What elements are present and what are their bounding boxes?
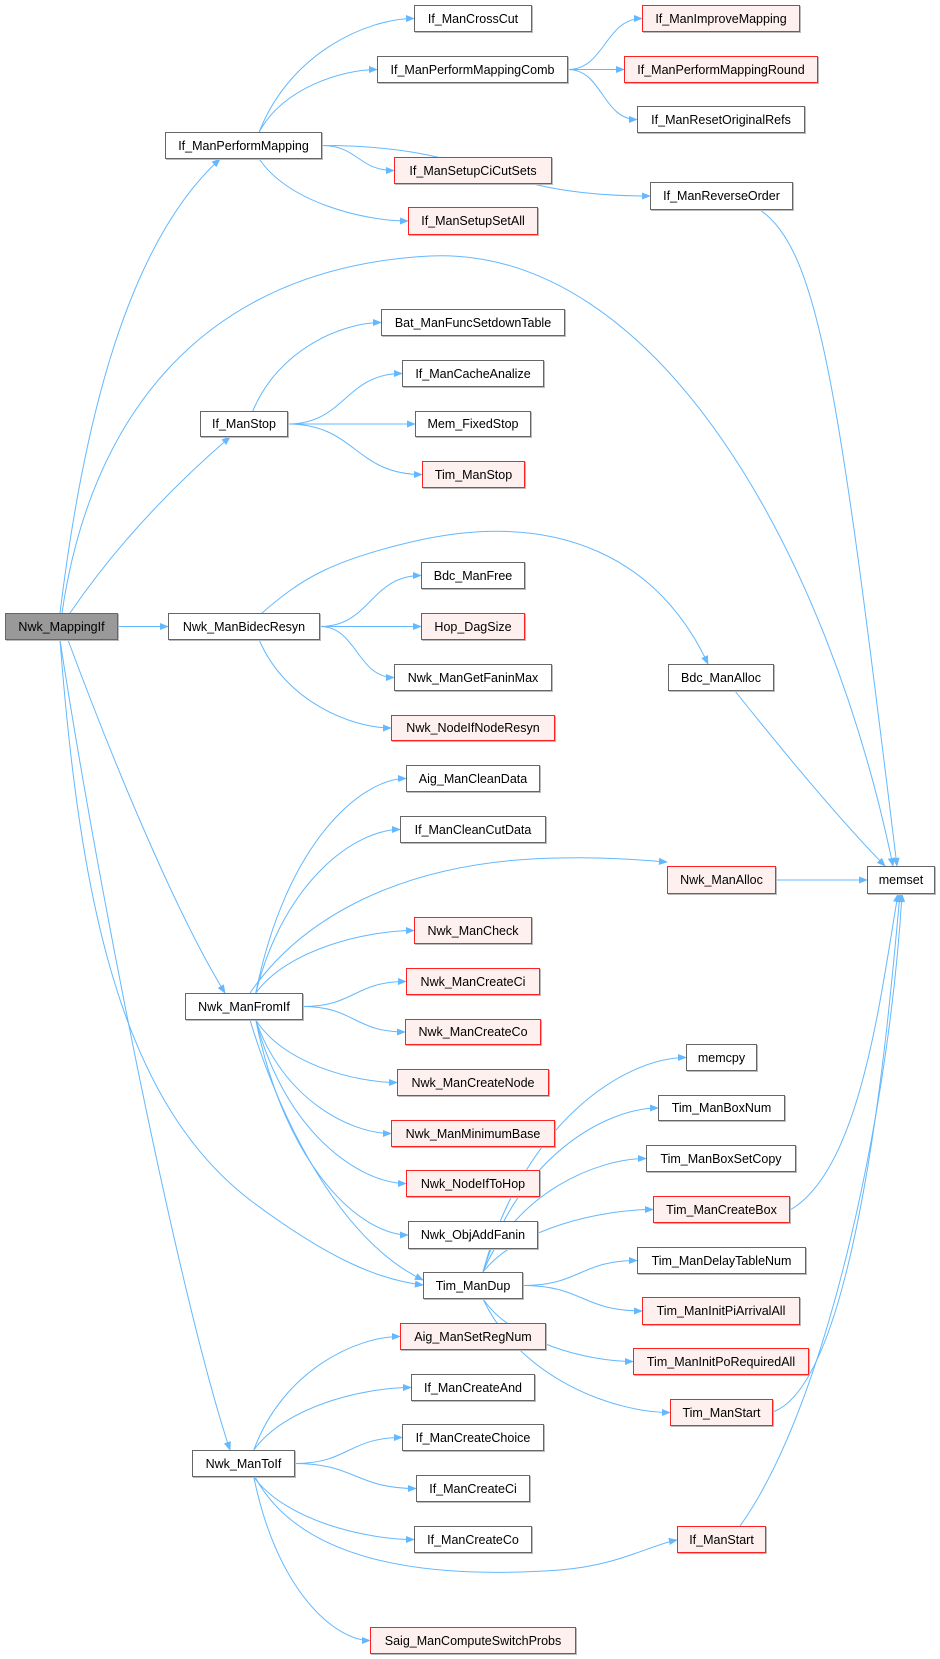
node-tim-man-init-pi-arrival-all[interactable]: Tim_ManInitPiArrivalAll <box>642 1297 800 1325</box>
edge-nwk-mapping-if-to-nwk-man-from-if <box>67 639 226 994</box>
edge-nwk-man-from-if-to-nwk-man-check <box>255 926 415 994</box>
node-if-man-setup-set-all[interactable]: If_ManSetupSetAll <box>408 207 538 235</box>
edge-nwk-man-to-if-to-saig-man-compute-switch-probs <box>253 1476 371 1645</box>
node-if-man-create-ci[interactable]: If_ManCreateCi <box>416 1475 530 1502</box>
node-if-man-reset-original-refs[interactable]: If_ManResetOriginalRefs <box>637 106 805 133</box>
node-if-man-create-and[interactable]: If_ManCreateAnd <box>411 1374 535 1401</box>
edge-tim-man-dup-to-tim-man-create-box <box>482 1205 654 1273</box>
edge-nwk-man-from-if-to-nwk-man-create-co <box>302 1006 406 1036</box>
node-tim-man-stop[interactable]: Tim_ManStop <box>422 461 525 488</box>
edge-nwk-man-from-if-to-nwk-man-create-ci <box>302 977 407 1007</box>
edge-nwk-man-to-if-to-if-man-start <box>254 1476 678 1573</box>
node-nwk-man-alloc[interactable]: Nwk_ManAlloc <box>667 866 776 894</box>
edge-nwk-man-from-if-to-aig-man-clean-data <box>255 774 407 994</box>
node-nwk-man-create-node[interactable]: Nwk_ManCreateNode <box>397 1069 549 1096</box>
edge-nwk-mapping-if-to-if-man-stop <box>69 436 231 614</box>
node-nwk-mapping-if: Nwk_MappingIf <box>5 613 118 640</box>
edge-tim-man-dup-to-memcpy <box>482 1053 687 1273</box>
node-if-man-improve-mapping[interactable]: If_ManImproveMapping <box>642 5 800 32</box>
node-nwk-node-if-node-resyn[interactable]: Nwk_NodeIfNodeResyn <box>391 715 555 741</box>
edge-nwk-man-to-if-to-aig-man-set-reg-num <box>253 1332 401 1451</box>
node-if-man-cache-analize[interactable]: If_ManCacheAnalize <box>402 360 544 387</box>
edge-if-man-stop-to-tim-man-stop <box>287 423 423 479</box>
edge-nwk-man-from-if-to-if-man-clean-cut-data <box>255 825 401 994</box>
edge-if-man-reverse-order-to-memset <box>759 209 900 867</box>
node-nwk-man-create-ci[interactable]: Nwk_ManCreateCi <box>406 968 540 995</box>
node-if-man-perform-mapping-comb[interactable]: If_ManPerformMappingComb <box>377 56 568 83</box>
edge-nwk-man-to-if-to-if-man-create-ci <box>294 1463 417 1493</box>
node-hop-dag-size[interactable]: Hop_DagSize <box>421 613 525 640</box>
edge-if-man-stop-to-bat-man-func-setdown-table <box>252 318 382 412</box>
node-nwk-man-from-if[interactable]: Nwk_ManFromIf <box>185 993 303 1020</box>
node-if-man-start[interactable]: If_ManStart <box>677 1526 766 1553</box>
node-nwk-man-to-if[interactable]: Nwk_ManToIf <box>192 1450 295 1477</box>
node-memset[interactable]: memset <box>867 866 935 894</box>
edge-tim-man-dup-to-tim-man-delay-table-num <box>522 1256 638 1286</box>
edge-nwk-man-bidec-resyn-to-bdc-man-alloc <box>261 530 709 665</box>
edge-if-man-perform-mapping-to-if-man-cross-cut <box>258 14 415 133</box>
edge-nwk-man-to-if-to-if-man-create-and <box>253 1383 412 1451</box>
edge-nwk-man-from-if-to-nwk-node-if-to-hop <box>255 1019 407 1188</box>
edge-nwk-mapping-if-to-nwk-man-to-if <box>59 639 231 1451</box>
node-tim-man-start[interactable]: Tim_ManStart <box>670 1399 773 1426</box>
edge-nwk-man-from-if-to-nwk-man-create-node <box>255 1019 398 1087</box>
edge-nwk-man-to-if-to-if-man-create-choice <box>294 1433 403 1464</box>
edge-nwk-man-from-if-to-nwk-man-minimum-base <box>255 1019 392 1138</box>
edge-if-man-perform-mapping-to-if-man-setup-ci-cut-sets <box>321 145 395 175</box>
node-tim-man-delay-table-num[interactable]: Tim_ManDelayTableNum <box>637 1247 806 1274</box>
edge-nwk-mapping-if-to-tim-man-dup <box>59 639 424 1288</box>
edge-nwk-man-from-if-to-nwk-man-alloc <box>249 857 668 994</box>
node-tim-man-box-num[interactable]: Tim_ManBoxNum <box>658 1095 785 1121</box>
edge-if-man-start-to-memset <box>739 893 906 1527</box>
edge-nwk-man-bidec-resyn-to-nwk-node-if-node-resyn <box>258 639 392 732</box>
edge-tim-man-create-box-to-memset <box>789 893 901 1211</box>
edge-if-man-stop-to-if-man-cache-analize <box>287 369 403 425</box>
node-aig-man-clean-data[interactable]: Aig_ManCleanData <box>406 765 540 792</box>
node-memcpy[interactable]: memcpy <box>686 1044 757 1071</box>
node-mem-fixed-stop[interactable]: Mem_FixedStop <box>415 411 531 437</box>
node-if-man-create-co[interactable]: If_ManCreateCo <box>414 1526 532 1553</box>
node-bdc-man-alloc[interactable]: Bdc_ManAlloc <box>668 664 774 691</box>
node-if-man-stop[interactable]: If_ManStop <box>200 411 288 437</box>
node-if-man-clean-cut-data[interactable]: If_ManCleanCutData <box>400 816 546 843</box>
node-nwk-node-if-to-hop[interactable]: Nwk_NodeIfToHop <box>406 1170 540 1197</box>
node-if-man-perform-mapping[interactable]: If_ManPerformMapping <box>165 132 322 159</box>
node-if-man-perform-mapping-round[interactable]: If_ManPerformMappingRound <box>624 56 818 83</box>
edge-nwk-man-from-if-to-tim-man-dup <box>249 1019 424 1281</box>
node-bat-man-func-setdown-table[interactable]: Bat_ManFuncSetdownTable <box>381 309 565 336</box>
node-nwk-obj-add-fanin[interactable]: Nwk_ObjAddFanin <box>408 1221 538 1249</box>
node-saig-man-compute-switch-probs[interactable]: Saig_ManComputeSwitchProbs <box>370 1627 576 1654</box>
edge-nwk-mapping-if-to-memset <box>61 255 895 867</box>
node-if-man-setup-ci-cut-sets[interactable]: If_ManSetupCiCutSets <box>394 157 552 184</box>
edge-nwk-man-from-if-to-nwk-obj-add-fanin <box>255 1019 409 1239</box>
edge-if-man-perform-mapping-comb-to-if-man-reset-original-refs <box>567 69 638 124</box>
edge-bdc-man-alloc-to-memset <box>734 690 886 867</box>
node-tim-man-init-po-required-all[interactable]: Tim_ManInitPoRequiredAll <box>633 1348 809 1375</box>
node-tim-man-dup[interactable]: Tim_ManDup <box>423 1272 523 1299</box>
edge-nwk-man-to-if-to-if-man-create-co <box>253 1476 415 1544</box>
edge-if-man-perform-mapping-comb-to-if-man-improve-mapping <box>567 14 643 70</box>
edge-nwk-man-bidec-resyn-to-bdc-man-free <box>319 571 422 627</box>
node-nwk-man-create-co[interactable]: Nwk_ManCreateCo <box>405 1019 541 1045</box>
node-bdc-man-free[interactable]: Bdc_ManFree <box>421 562 525 589</box>
node-if-man-create-choice[interactable]: If_ManCreateChoice <box>402 1424 544 1451</box>
edge-nwk-man-bidec-resyn-to-nwk-man-get-fanin-max <box>319 626 395 682</box>
edge-nwk-mapping-if-to-if-man-perform-mapping <box>59 158 221 614</box>
node-aig-man-set-reg-num[interactable]: Aig_ManSetRegNum <box>400 1323 546 1350</box>
node-tim-man-create-box[interactable]: Tim_ManCreateBox <box>653 1196 790 1223</box>
edge-tim-man-dup-to-tim-man-init-pi-arrival-all <box>522 1285 643 1315</box>
node-if-man-reverse-order[interactable]: If_ManReverseOrder <box>650 182 793 210</box>
node-tim-man-box-set-copy[interactable]: Tim_ManBoxSetCopy <box>646 1145 796 1172</box>
edge-if-man-perform-mapping-to-if-man-perform-mapping-comb <box>258 65 378 133</box>
node-nwk-man-minimum-base[interactable]: Nwk_ManMinimumBase <box>391 1120 555 1147</box>
node-nwk-man-bidec-resyn[interactable]: Nwk_ManBidecResyn <box>168 613 320 640</box>
node-nwk-man-check[interactable]: Nwk_ManCheck <box>414 917 532 944</box>
edge-if-man-perform-mapping-to-if-man-setup-set-all <box>258 158 409 225</box>
node-if-man-cross-cut[interactable]: If_ManCrossCut <box>414 5 532 32</box>
node-nwk-man-get-fanin-max[interactable]: Nwk_ManGetFaninMax <box>394 664 552 691</box>
edge-tim-man-start-to-memset <box>772 893 903 1413</box>
edge-tim-man-dup-to-tim-man-init-po-required-all <box>482 1298 634 1366</box>
